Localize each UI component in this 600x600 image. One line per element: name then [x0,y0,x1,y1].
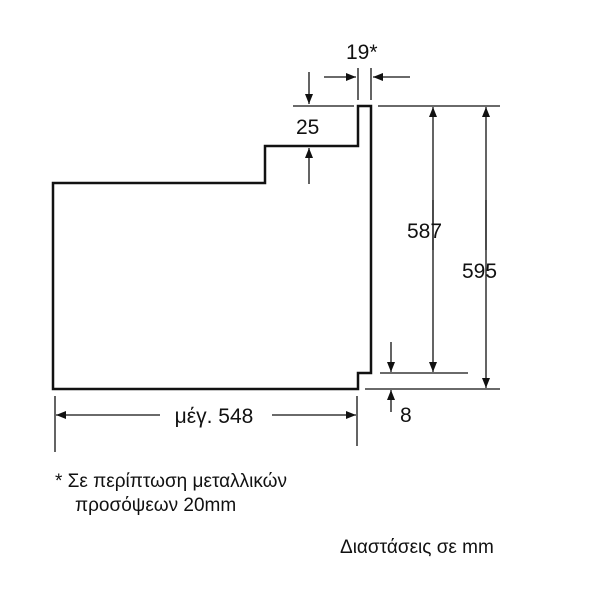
label-total-height: 595 [462,260,497,283]
oven-outline [51,104,373,391]
label-inner-height: 587 [407,220,442,243]
label-bottom-offset: 8 [400,404,412,427]
units-caption: Διαστάσεις σε mm [340,537,494,558]
footnote-line-2: προσόψεων 20mm [75,495,236,516]
footnote-line-1: * Σε περίπτωση μεταλλικών [55,471,287,492]
label-panel-thickness: 19* [346,41,378,64]
label-max-depth: μέγ. 548 [175,405,254,428]
label-step-height: 25 [296,116,319,139]
